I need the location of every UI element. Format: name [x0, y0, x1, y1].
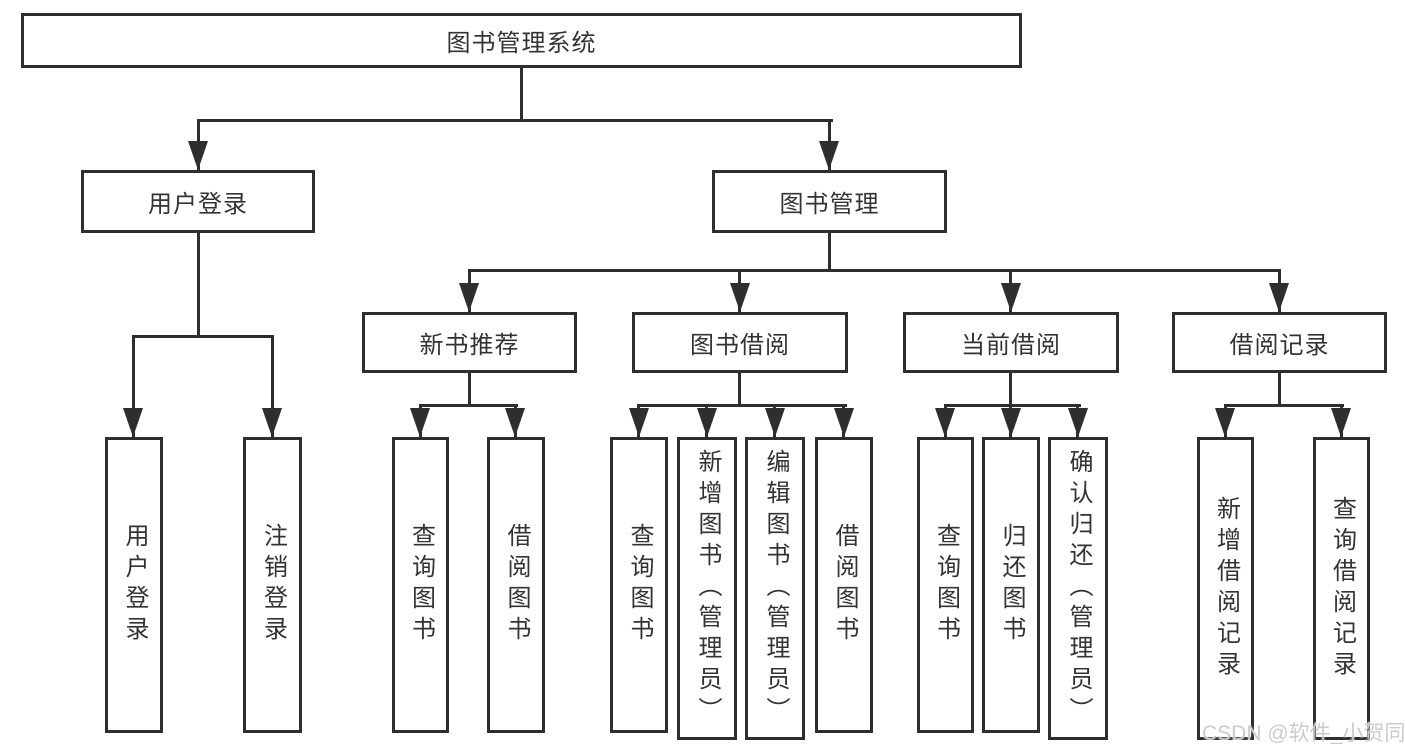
leaf-logout-label: 注销登录: [259, 523, 287, 647]
leaf-newbook-borrow-label: 借阅图书: [503, 523, 530, 647]
connector: [132, 335, 135, 437]
arrow-down-icon: [410, 408, 430, 437]
connector: [468, 373, 471, 407]
connector: [1224, 404, 1344, 407]
leaf-borrow-query: 查询图书: [610, 437, 668, 733]
arrow-down-icon: [188, 141, 208, 170]
arrow-down-icon: [1068, 408, 1088, 437]
node-root-label: 图书管理系统: [446, 30, 597, 57]
connector: [271, 335, 274, 437]
leaf-newbook-borrow: 借阅图书: [487, 437, 545, 733]
leaf-record-query-label: 查询借阅记录: [1328, 495, 1356, 682]
connector: [132, 335, 274, 338]
connector: [1278, 373, 1281, 407]
connector: [419, 404, 518, 407]
leaf-borrow-edit: 编辑图书（管理员）: [745, 437, 805, 740]
connector: [944, 404, 1081, 407]
node-root: 图书管理系统: [21, 13, 1022, 68]
leaf-borrow-edit-label: 编辑图书（管理员）: [762, 449, 789, 728]
leaf-borrow-add: 新增图书（管理员）: [677, 437, 737, 740]
leaf-current-confirm-label: 确认归还（管理员）: [1065, 449, 1092, 728]
arrow-down-icon: [1269, 283, 1289, 312]
node-current-borrow: 当前借阅: [903, 312, 1119, 373]
arrow-down-icon: [629, 408, 649, 437]
connector: [738, 373, 741, 407]
leaf-record-add-label: 新增借阅记录: [1212, 495, 1240, 682]
node-user-login-label: 用户登录: [148, 191, 248, 218]
arrow-down-icon: [935, 408, 955, 437]
node-borrow-record: 借阅记录: [1172, 312, 1387, 373]
arrow-down-icon: [834, 408, 854, 437]
leaf-user-login: 用户登录: [105, 437, 163, 733]
arrow-down-icon: [459, 283, 479, 312]
arrow-down-icon: [1331, 408, 1351, 437]
node-borrow-record-label: 借阅记录: [1229, 332, 1330, 359]
node-new-book-recommend: 新书推荐: [362, 312, 577, 373]
leaf-newbook-query-label: 查询图书: [407, 523, 435, 647]
arrow-down-icon: [1215, 408, 1235, 437]
leaf-record-query: 查询借阅记录: [1313, 437, 1370, 740]
leaf-logout: 注销登录: [243, 437, 302, 733]
connector: [520, 68, 523, 121]
csdn-watermark: CSDN @软件_小贺同学: [1202, 722, 1405, 745]
node-book-borrow-label: 图书借阅: [690, 332, 790, 359]
leaf-borrow-add-label: 新增图书（管理员）: [694, 449, 721, 728]
leaf-borrow-borrow-label: 借阅图书: [831, 523, 858, 647]
node-user-login: 用户登录: [81, 170, 315, 233]
leaf-current-confirm: 确认归还（管理员）: [1048, 437, 1108, 740]
connector: [468, 269, 1281, 272]
leaf-current-return-label: 归还图书: [998, 523, 1025, 647]
connector: [828, 233, 831, 272]
leaf-record-add: 新增借阅记录: [1197, 437, 1254, 740]
leaf-borrow-query-label: 查询图书: [626, 523, 653, 647]
connector: [1009, 373, 1012, 407]
arrow-down-icon: [505, 408, 525, 437]
leaf-newbook-query: 查询图书: [392, 437, 449, 733]
connector: [197, 119, 833, 122]
arrow-down-icon: [1001, 283, 1021, 312]
node-book-borrow: 图书借阅: [632, 312, 848, 373]
leaf-current-query: 查询图书: [917, 437, 974, 733]
node-book-management: 图书管理: [712, 170, 947, 233]
leaf-user-login-label: 用户登录: [121, 523, 148, 647]
node-book-management-label: 图书管理: [779, 191, 880, 218]
arrow-down-icon: [819, 141, 839, 170]
arrow-down-icon: [697, 408, 717, 437]
arrow-down-icon: [730, 283, 750, 312]
arrow-down-icon: [765, 408, 785, 437]
arrow-down-icon: [262, 408, 282, 437]
node-new-book-recommend-label: 新书推荐: [419, 332, 520, 359]
arrow-down-icon: [1001, 408, 1021, 437]
leaf-current-return: 归还图书: [982, 437, 1040, 733]
arrow-down-icon: [123, 408, 143, 437]
connector: [197, 233, 200, 338]
leaf-current-query-label: 查询图书: [932, 523, 960, 647]
leaf-borrow-borrow: 借阅图书: [815, 437, 873, 733]
connector: [637, 404, 847, 407]
node-current-borrow-label: 当前借阅: [961, 332, 1061, 359]
